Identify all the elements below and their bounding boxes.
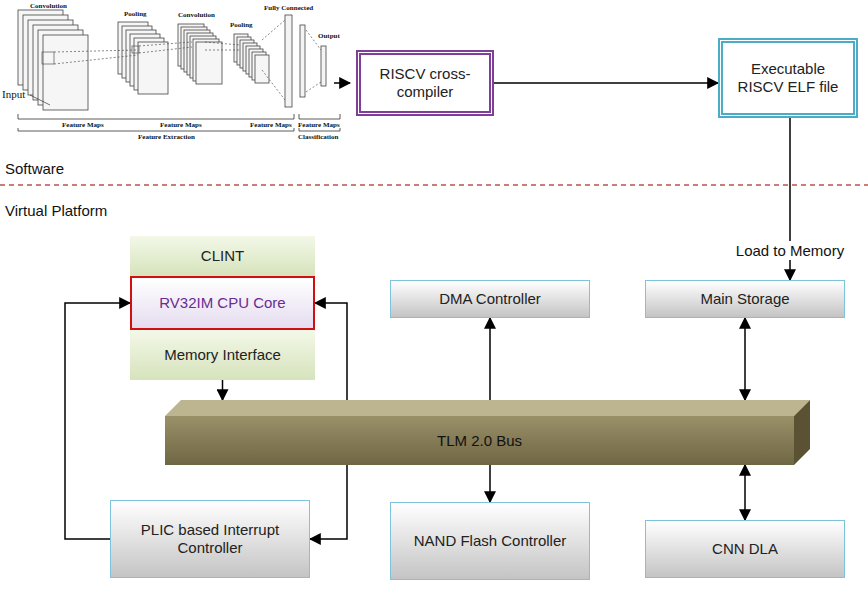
cnn-label: Convolution bbox=[30, 2, 67, 10]
feature-map bbox=[196, 42, 222, 84]
connector bbox=[744, 318, 746, 400]
edge-label: Load to Memory bbox=[733, 241, 847, 260]
dashed-separator bbox=[0, 184, 868, 186]
peripheral-box: Main Storage bbox=[645, 280, 845, 318]
cnn-label: Convolution bbox=[178, 11, 215, 19]
node-text: Main Storage bbox=[700, 290, 789, 308]
cnn-label: Feature Maps bbox=[298, 121, 340, 129]
cpu-core-box: RV32IM CPU Core bbox=[130, 276, 315, 330]
cnn-label: Feature Extraction bbox=[138, 133, 195, 141]
input-leader bbox=[30, 95, 50, 105]
node-text: Memory Interface bbox=[164, 346, 281, 364]
connector bbox=[744, 465, 746, 520]
peripheral-box: CNN DLA bbox=[645, 520, 845, 578]
node-text: CNN DLA bbox=[712, 540, 778, 558]
dashed-line bbox=[262, 20, 285, 40]
node-text: RISCV cross-compiler bbox=[369, 65, 481, 101]
cnn-label: Feature Maps bbox=[62, 121, 104, 129]
feature-map-stacks bbox=[18, 10, 269, 110]
cnn-label: Pooling bbox=[124, 10, 147, 18]
node-text: RV32IM CPU Core bbox=[159, 294, 285, 312]
node-text: PLIC based Interrupt Controller bbox=[119, 521, 301, 557]
cpu-part-band: CLINT bbox=[130, 236, 315, 276]
cnn-label: Fully Connected bbox=[264, 4, 313, 12]
dashed-line bbox=[205, 42, 240, 45]
fc-layer bbox=[300, 25, 305, 97]
bus-top bbox=[165, 400, 810, 416]
peripheral-box: PLIC based Interrupt Controller bbox=[110, 500, 310, 578]
node-text: DMA Controller bbox=[439, 290, 541, 308]
feature-map bbox=[255, 55, 269, 83]
fully-connected-bars bbox=[285, 15, 326, 107]
kernel-window bbox=[42, 52, 54, 64]
peripheral-box: DMA Controller bbox=[390, 280, 590, 318]
node-text: CLINT bbox=[201, 247, 244, 265]
feature-map bbox=[43, 35, 88, 110]
section-label: Software bbox=[5, 160, 64, 177]
brackets bbox=[18, 114, 340, 131]
cpu-part-band: Memory Interface bbox=[130, 330, 315, 380]
receptive-field-lines bbox=[42, 20, 321, 100]
connector bbox=[222, 380, 224, 400]
connector bbox=[489, 465, 491, 502]
process-box: Executable RISCV ELF file bbox=[718, 38, 858, 118]
peripheral-box: NAND Flash Controller bbox=[390, 502, 590, 580]
bracket bbox=[18, 114, 294, 119]
cnn-label: Input bbox=[2, 88, 25, 100]
connector bbox=[494, 82, 718, 84]
process-box: RISCV cross-compiler bbox=[356, 50, 494, 116]
bracket bbox=[299, 114, 340, 119]
cnn-label: Pooling bbox=[230, 21, 253, 29]
dashed-line bbox=[262, 70, 285, 100]
dashed-line bbox=[139, 47, 192, 53]
node-text: NAND Flash Controller bbox=[414, 532, 567, 550]
section-label: Virtual Platform bbox=[5, 202, 107, 219]
kernel-window bbox=[132, 46, 139, 53]
dashed-line bbox=[54, 55, 138, 64]
cnn-label: Feature Maps bbox=[250, 121, 292, 129]
cnn-label: Feature Maps bbox=[160, 121, 202, 129]
flow-arrow bbox=[334, 82, 350, 84]
connector bbox=[489, 318, 491, 400]
dashed-line bbox=[54, 50, 138, 52]
node-text: TLM 2.0 Bus bbox=[437, 432, 522, 450]
dashed-line bbox=[139, 42, 192, 46]
bus-front bbox=[165, 416, 794, 465]
bus-side bbox=[794, 400, 810, 465]
dashed-line bbox=[306, 82, 321, 92]
fc-layer bbox=[285, 15, 292, 107]
feature-map bbox=[138, 42, 168, 94]
node-text: Executable RISCV ELF file bbox=[731, 60, 845, 96]
dashed-line bbox=[205, 50, 240, 51]
bus-bar: TLM 2.0 Bus bbox=[165, 400, 810, 465]
cnn-label: Output bbox=[318, 32, 340, 40]
output-layer bbox=[321, 46, 326, 86]
cnn-label: Classification bbox=[298, 133, 338, 141]
